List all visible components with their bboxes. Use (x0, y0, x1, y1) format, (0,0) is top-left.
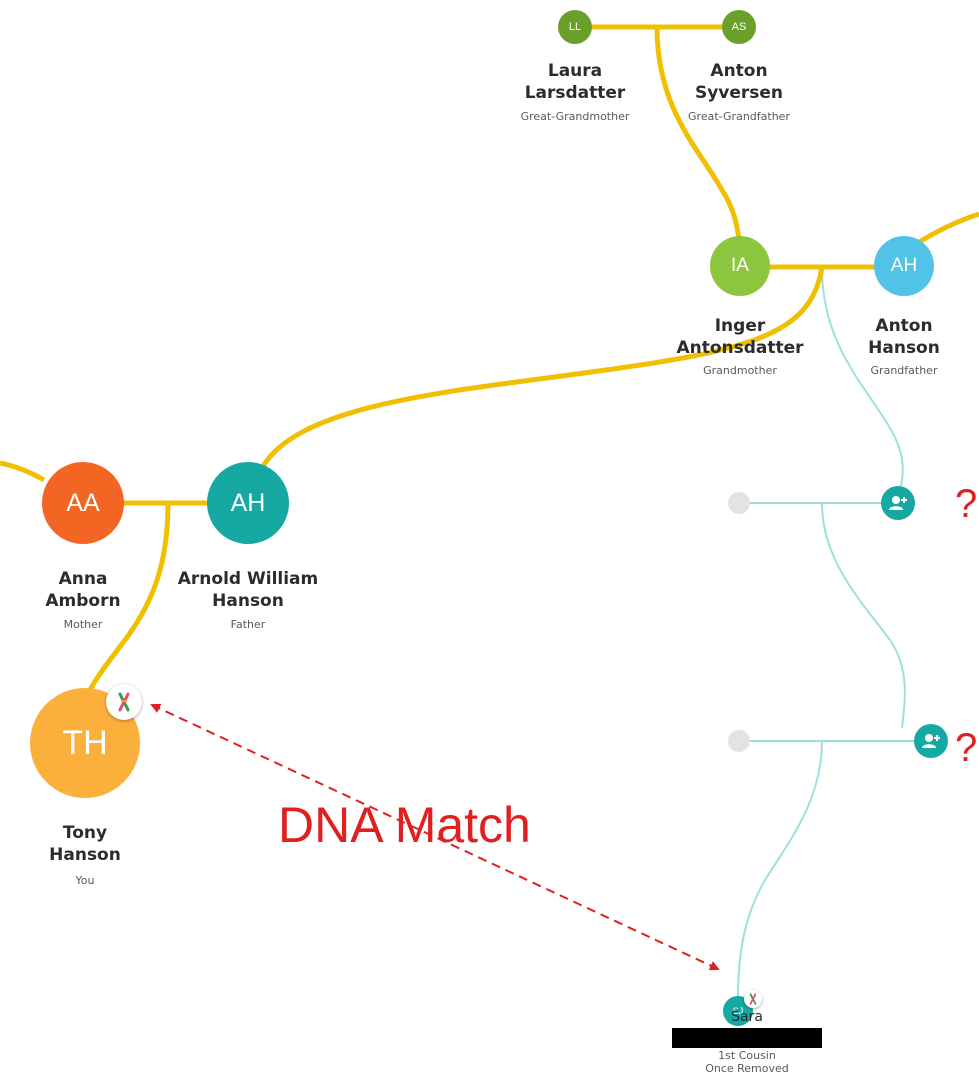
dna-match-label: DNA Match (278, 797, 531, 853)
name-anton-hanson[interactable]: Anton Hanson (834, 315, 974, 359)
relation-line-2: Once Removed (705, 1061, 789, 1075)
relation-first-cousin-once-removed: 1st Cousin Once Removed (672, 1049, 822, 1075)
avatar-anton-hanson[interactable]: AH (874, 236, 934, 296)
name-sara[interactable]: Sara (672, 1008, 822, 1026)
placeholder-spouse-1[interactable] (728, 492, 750, 514)
unknown-marker-2: ? (955, 726, 978, 770)
initials-aa: AA (66, 488, 100, 517)
branch-line-unknown2-to-sara (737, 740, 823, 1001)
avatar-inger-antonsdatter[interactable]: IA (710, 236, 770, 296)
relation-father: Father (230, 618, 266, 631)
name-arnold-william-hanson[interactable]: Arnold William Hanson (158, 568, 338, 612)
add-person-button-2[interactable] (914, 724, 948, 758)
line-grandfather-up (914, 211, 979, 247)
name-inger-antonsdatter[interactable]: Inger Antonsdatter (660, 315, 820, 359)
line-parents-to-tony (87, 502, 171, 692)
first-name-tony: Tony (62, 823, 108, 843)
last-name-hanson-grandfather: Hanson (868, 338, 940, 359)
initials-as: AS (731, 21, 747, 33)
avatar-laura-larsdatter[interactable]: LL (558, 10, 592, 44)
last-name-hanson-you: Hanson (49, 845, 121, 866)
first-name-anton-grandfather: Anton (875, 316, 933, 336)
last-name-hanson-father: Hanson (212, 591, 284, 612)
placeholder-spouse-2[interactable] (728, 730, 750, 752)
first-name-arnold-william: Arnold William (177, 569, 319, 589)
line-great-grandparents-to-inger (654, 26, 743, 263)
first-name-inger: Inger (714, 316, 766, 336)
relation-great-grandmother: Great-Grandmother (520, 110, 630, 123)
branch-line-unknown1-to-unknown2 (821, 502, 906, 729)
branch-line-grandparents-to-unknown1 (821, 267, 904, 491)
line-grandparents-to-arnold (259, 266, 825, 470)
avatar-anton-syversen[interactable]: AS (722, 10, 756, 44)
add-person-icon (922, 734, 940, 748)
first-name-sara: Sara (731, 1009, 763, 1025)
name-tony-hanson[interactable]: Tony Hanson (10, 822, 160, 866)
initials-sj: SJ (732, 1006, 744, 1016)
dna-badge-tony[interactable] (106, 684, 142, 720)
line-mother-left (0, 460, 46, 483)
relation-mother: Mother (63, 618, 103, 631)
dna-icon (749, 993, 757, 1005)
redacted-surname (672, 1028, 822, 1048)
initials-ll: LL (568, 21, 582, 33)
last-name-amborn: Amborn (45, 591, 121, 612)
initials-th: TH (62, 723, 108, 762)
last-name-antonsdatter: Antonsdatter (676, 338, 804, 359)
initials-ia: IA (731, 255, 749, 276)
name-anton-syversen[interactable]: Anton Syversen (664, 60, 814, 104)
add-person-button-1[interactable] (881, 486, 915, 520)
avatar-arnold-william-hanson[interactable]: AH (207, 462, 289, 544)
relation-grandmother: Grandmother (703, 364, 777, 377)
first-name-anton: Anton (710, 61, 768, 81)
initials-ah-father: AH (230, 488, 266, 517)
add-person-icon (889, 496, 907, 510)
last-name-syversen: Syversen (694, 83, 784, 104)
first-name-anna: Anna (58, 569, 108, 589)
avatar-anna-amborn[interactable]: AA (42, 462, 124, 544)
first-name-laura: Laura (547, 61, 603, 81)
relation-line-1: 1st Cousin (718, 1049, 776, 1062)
relation-great-grandfather: Great-Grandfather (688, 110, 790, 123)
dna-icon (118, 692, 130, 712)
relation-grandfather: Grandfather (870, 364, 938, 377)
initials-ah-grandfather: AH (890, 255, 918, 276)
dna-badge-sara[interactable] (744, 990, 762, 1008)
last-name-larsdatter: Larsdatter (524, 83, 626, 104)
unknown-marker-1: ? (955, 482, 978, 526)
name-laura-larsdatter[interactable]: Laura Larsdatter (500, 60, 650, 104)
name-anna-amborn[interactable]: Anna Amborn (10, 568, 156, 612)
relation-you: You (75, 874, 95, 887)
